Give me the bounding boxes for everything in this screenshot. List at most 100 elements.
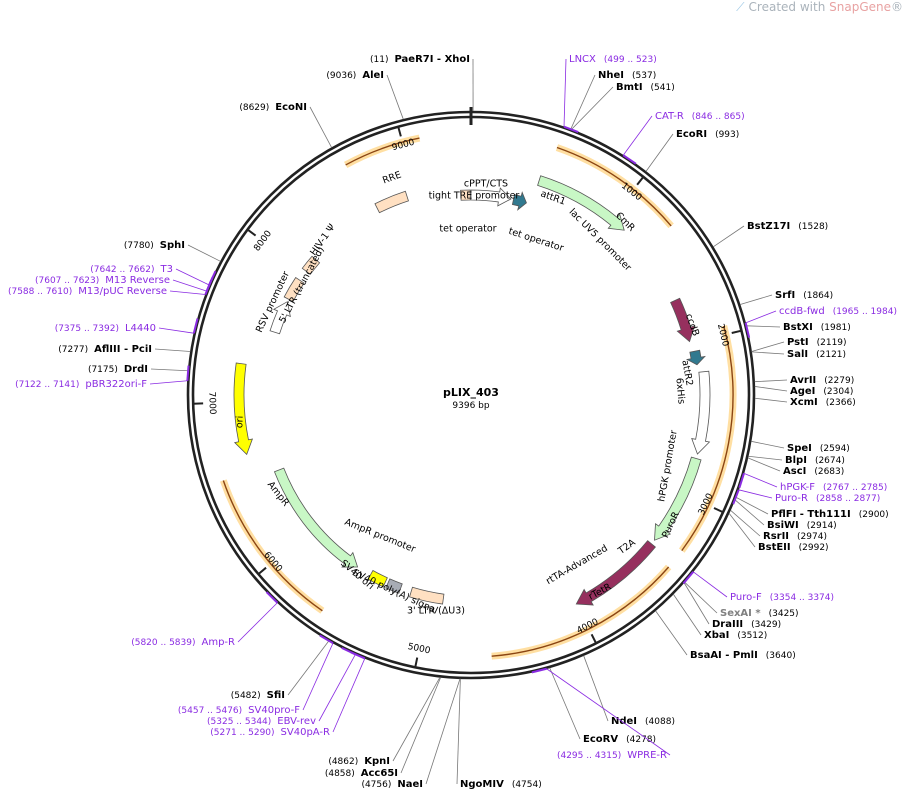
- feature-RRE[interactable]: [374, 190, 409, 214]
- primer-leader-m13-reverse: [172, 279, 207, 292]
- site-label-psti[interactable]: PstI(2119): [787, 337, 847, 348]
- site-label-pflfi-tth111i[interactable]: PflFI - Tth111I(2900): [771, 509, 889, 520]
- primer-mark-amp-r: [265, 591, 279, 604]
- primer-label-sv40pro-f[interactable]: (5457 .. 5476)SV40pro-F: [178, 705, 300, 716]
- feature-label-rtta-advanced: rtTA-Advanced: [544, 543, 609, 587]
- primer-name-t3: T3: [160, 264, 173, 275]
- site-label-xbai[interactable]: XbaI(3512): [704, 630, 767, 641]
- primer-label-ebv-rev[interactable]: (5325 .. 5344)EBV-rev: [207, 716, 316, 727]
- primer-label-amp-r[interactable]: (5820 .. 5839)Amp-R: [131, 637, 235, 648]
- site-leader-srfi: [740, 294, 773, 305]
- primer-label-puro-r[interactable]: Puro-R(2858 .. 2877): [775, 493, 880, 504]
- feature-AmpR[interactable]: [273, 467, 359, 568]
- site-label-acc65i[interactable]: (4858)Acc65I: [325, 768, 398, 779]
- site-label-spei[interactable]: SpeI(2594): [787, 443, 850, 454]
- primer-label-l4440[interactable]: (7375 .. 7392)L4440: [55, 323, 156, 334]
- site-label-draiii[interactable]: DraIII(3429): [712, 619, 781, 630]
- primer-label-t3[interactable]: (7642 .. 7662)T3: [90, 264, 173, 275]
- site-label-srfi[interactable]: SrfI(1864): [775, 290, 833, 301]
- primer-coord-m13-puc-reverse: (7588 .. 7610): [8, 287, 72, 297]
- feature-tightTRE[interactable]: [470, 187, 512, 207]
- site-name-sali: SalI: [787, 349, 808, 360]
- primer-label-pbr322ori-f[interactable]: (7122 .. 7141)pBR322ori-F: [15, 379, 147, 390]
- primer-label-puro-f[interactable]: Puro-F(3354 .. 3374): [730, 592, 834, 603]
- site-label-avrii[interactable]: AvrII(2279): [790, 375, 854, 386]
- feature-sv40pA[interactable]: [385, 578, 403, 594]
- site-label-xcmi[interactable]: XcmI(2366): [790, 397, 856, 408]
- feature-HIV[interactable]: [301, 255, 321, 275]
- site-leader-bsaai-pmli: [655, 610, 688, 656]
- site-name-bsiwi: BsiWI: [767, 520, 799, 531]
- primer-label-wpre-r[interactable]: (4295 .. 4315)WPRE-R: [557, 750, 667, 761]
- primer-label-m13-reverse[interactable]: (7607 .. 7623)M13 Reverse: [35, 275, 170, 286]
- site-leader-xbai: [673, 594, 702, 636]
- site-label-bsaai-pmli[interactable]: BsaAI - PmlI(3640): [690, 650, 796, 661]
- primer-leader-sv40pa-r: [332, 658, 366, 733]
- site-label-bsiwi[interactable]: BsiWI(2914): [767, 520, 837, 531]
- feature-hPGK[interactable]: [691, 370, 711, 455]
- site-label-blpi[interactable]: BlpI(2674): [785, 455, 845, 466]
- feature-RSV[interactable]: [269, 301, 291, 335]
- site-label-naei[interactable]: (4756)NaeI: [361, 779, 423, 790]
- site-label-alei[interactable]: (9036)AleI: [326, 70, 384, 81]
- primer-label-sv40pa-r[interactable]: (5271 .. 5290)SV40pA-R: [210, 727, 330, 738]
- primer-leader-ebv-rev: [318, 654, 356, 722]
- feature-ltr5[interactable]: [283, 276, 305, 303]
- site-label-sphi[interactable]: (7780)SphI: [124, 240, 185, 251]
- feature-rtTA[interactable]: [575, 540, 656, 606]
- site-name-agei: AgeI: [790, 386, 815, 397]
- site-label-nhei[interactable]: NheI(537): [598, 70, 656, 81]
- primer-leader-hpgk-f: [743, 472, 778, 488]
- site-coord-blpi: (2674): [815, 456, 845, 466]
- primer-label-lncx[interactable]: LNCX(499 .. 523): [569, 54, 657, 65]
- site-coord-asci: (2683): [814, 467, 844, 477]
- primer-label-m13-puc-reverse[interactable]: (7588 .. 7610)M13/pUC Reverse: [8, 286, 167, 297]
- site-label-ecori[interactable]: EcoRI(993): [676, 129, 739, 140]
- feature-attR2[interactable]: [685, 349, 706, 366]
- feature-ccdB[interactable]: [670, 297, 696, 343]
- site-label-ngomiv[interactable]: NgoMIV(4754): [460, 779, 542, 790]
- site-label-drdi[interactable]: (7175)DrdI: [88, 364, 148, 375]
- feature-label-attr2: attR2: [679, 359, 694, 386]
- feature-ltr3[interactable]: [409, 586, 445, 605]
- site-label-bstxi[interactable]: BstXI(1981): [783, 322, 851, 333]
- site-label-afliii-pcii[interactable]: (7277)AflIII - PciI: [58, 344, 152, 355]
- site-coord-ngomiv: (4754): [512, 780, 542, 790]
- site-leader-bsteii: [728, 513, 756, 548]
- site-coord-xbai: (3512): [737, 631, 767, 641]
- site-label-agei[interactable]: AgeI(2304): [790, 386, 853, 397]
- primer-mark-lncx: [563, 125, 579, 133]
- site-label-asci[interactable]: AscI(2683): [783, 466, 844, 477]
- tick-mark-1000: [636, 176, 645, 186]
- primer-name-cat-r: CAT-R: [655, 111, 684, 122]
- site-label-bstz17i[interactable]: BstZ17I(1528): [747, 221, 828, 232]
- site-label-sali[interactable]: SalI(2121): [787, 349, 846, 360]
- feature-PuroR[interactable]: [654, 456, 702, 541]
- primer-name-ebv-rev: EBV-rev: [277, 716, 316, 727]
- site-label-econi[interactable]: (8629)EcoNI: [239, 102, 307, 113]
- feature-attR1[interactable]: [511, 191, 527, 211]
- feature-label-ampr-promoter: AmpR promoter: [343, 517, 417, 556]
- site-label-sexai[interactable]: SexAI *(3425): [720, 608, 799, 619]
- site-label-ecorv[interactable]: EcoRV(4278): [583, 734, 656, 745]
- site-label-ndei[interactable]: NdeI(4088): [611, 716, 675, 727]
- site-label-bmti[interactable]: BmtI(541): [616, 82, 675, 93]
- feature-ori[interactable]: [233, 362, 254, 456]
- site-label-kpni[interactable]: (4862)KpnI: [328, 756, 390, 767]
- site-name-acc65i: Acc65I: [361, 768, 398, 779]
- primer-label-cat-r[interactable]: CAT-R(846 .. 865): [655, 111, 745, 122]
- site-leader-rsrii: [730, 509, 761, 537]
- feature-cPPT[interactable]: [460, 189, 471, 201]
- tick-mark-4000: [590, 633, 597, 644]
- site-label-rsrii[interactable]: RsrII(2974): [763, 531, 827, 542]
- site-label-paer7i-xhoi[interactable]: (11)PaeR7I - XhoI: [370, 54, 470, 65]
- site-label-bsteii[interactable]: BstEII(2992): [758, 542, 829, 553]
- feature-CmR[interactable]: [537, 175, 625, 231]
- primer-label-hpgk-f[interactable]: hPGK-F(2767 .. 2785): [780, 482, 887, 493]
- site-label-sfii[interactable]: (5482)SfiI: [231, 690, 285, 701]
- primer-leader-amp-r: [237, 602, 278, 643]
- primer-leader-l4440: [158, 327, 194, 334]
- feature-sv40ori[interactable]: [367, 569, 388, 588]
- site-name-ecorv: EcoRV: [583, 734, 618, 745]
- primer-label-ccdb-fwd[interactable]: ccdB-fwd(1965 .. 1984): [779, 306, 897, 317]
